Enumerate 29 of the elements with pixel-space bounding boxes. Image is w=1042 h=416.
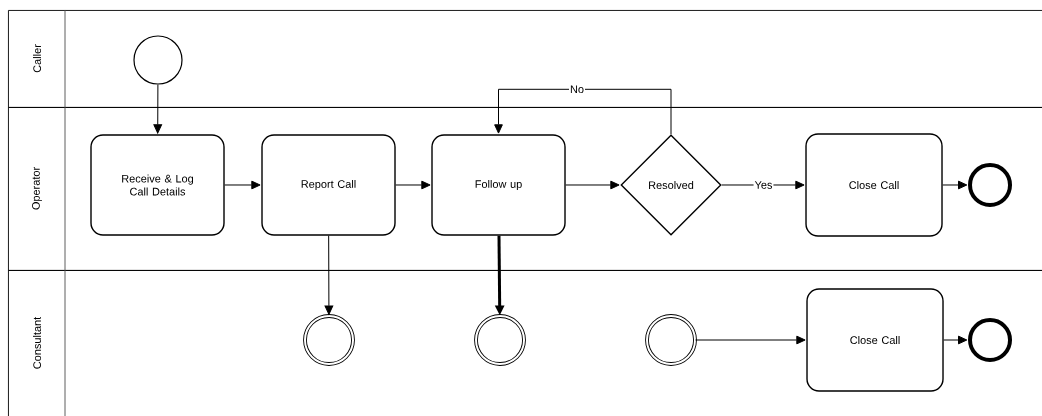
task-box: Close Call — [806, 288, 944, 392]
swimlane — [8, 107, 1042, 271]
task-box: Receive & Log Call Details — [90, 134, 225, 236]
arrow — [721, 180, 805, 190]
edge-label: Yes — [753, 180, 774, 190]
task-box: Follow up — [431, 134, 566, 236]
edge-label: No — [569, 84, 585, 95]
arrow — [224, 180, 261, 190]
arrow — [565, 180, 620, 190]
arrow — [395, 180, 431, 190]
end-event-circle — [968, 163, 1012, 207]
arrow — [153, 84, 163, 134]
arrow — [694, 335, 806, 345]
arrow — [324, 235, 334, 315]
lane-label: Caller — [33, 44, 42, 73]
intermediate-event-circle — [303, 314, 355, 366]
intermediate-event-circle — [645, 314, 697, 366]
arrow — [494, 88, 672, 135]
swimlane — [8, 10, 1042, 108]
start-event-circle — [133, 35, 183, 85]
task-box: Close Call — [805, 133, 943, 237]
task-box: Report Call — [261, 134, 396, 236]
arrow — [942, 180, 968, 190]
swimlane — [8, 270, 1042, 416]
lane-label: Operator — [32, 167, 42, 210]
end-event-circle — [968, 318, 1012, 362]
arrow — [943, 335, 968, 345]
lane-label: Consultant — [33, 316, 42, 369]
intermediate-event-circle — [474, 314, 526, 366]
